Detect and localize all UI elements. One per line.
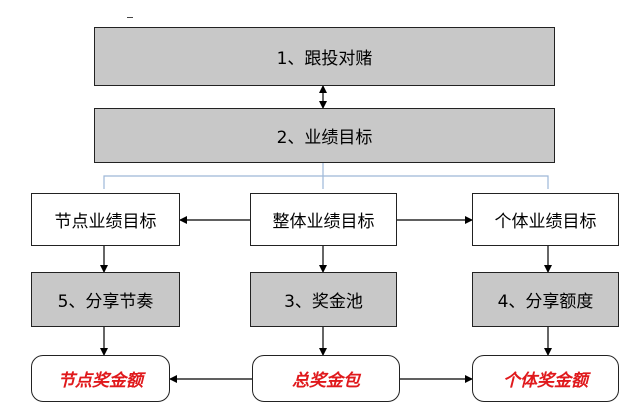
box-overall-performance-target: 整体业绩目标	[250, 193, 397, 246]
connector-bracket-blue	[103, 163, 549, 189]
pill-label: 个体奖金额	[503, 371, 588, 391]
box-label: 个体业绩目标	[494, 212, 597, 232]
box-label: 5、分享节奏	[57, 292, 154, 312]
pill-label: 节点奖金额	[58, 371, 143, 391]
box-label: 1、跟投对赌	[276, 49, 373, 69]
box-label: 节点业绩目标	[54, 212, 157, 232]
pill-node-bonus-amount: 节点奖金额	[31, 355, 170, 402]
box-label: 3、奖金池	[284, 292, 363, 312]
box-label: 整体业绩目标	[272, 212, 375, 232]
box-follow-investment-bet: 1、跟投对赌	[94, 27, 555, 86]
box-sharing-quota: 4、分享额度	[472, 272, 619, 327]
pill-individual-bonus-amount: 个体奖金额	[472, 355, 619, 402]
box-individual-performance-target: 个体业绩目标	[472, 193, 619, 246]
box-label: 4、分享额度	[497, 292, 594, 312]
pill-label: 总奖金包	[292, 371, 360, 391]
box-node-performance-target: 节点业绩目标	[31, 193, 180, 246]
box-performance-target: 2、业绩目标	[94, 108, 555, 163]
box-bonus-pool: 3、奖金池	[250, 272, 397, 327]
box-label: 2、业绩目标	[276, 128, 373, 148]
box-sharing-rhythm: 5、分享节奏	[31, 272, 180, 327]
corner-mark	[127, 17, 133, 18]
pill-total-bonus-package: 总奖金包	[252, 355, 400, 402]
